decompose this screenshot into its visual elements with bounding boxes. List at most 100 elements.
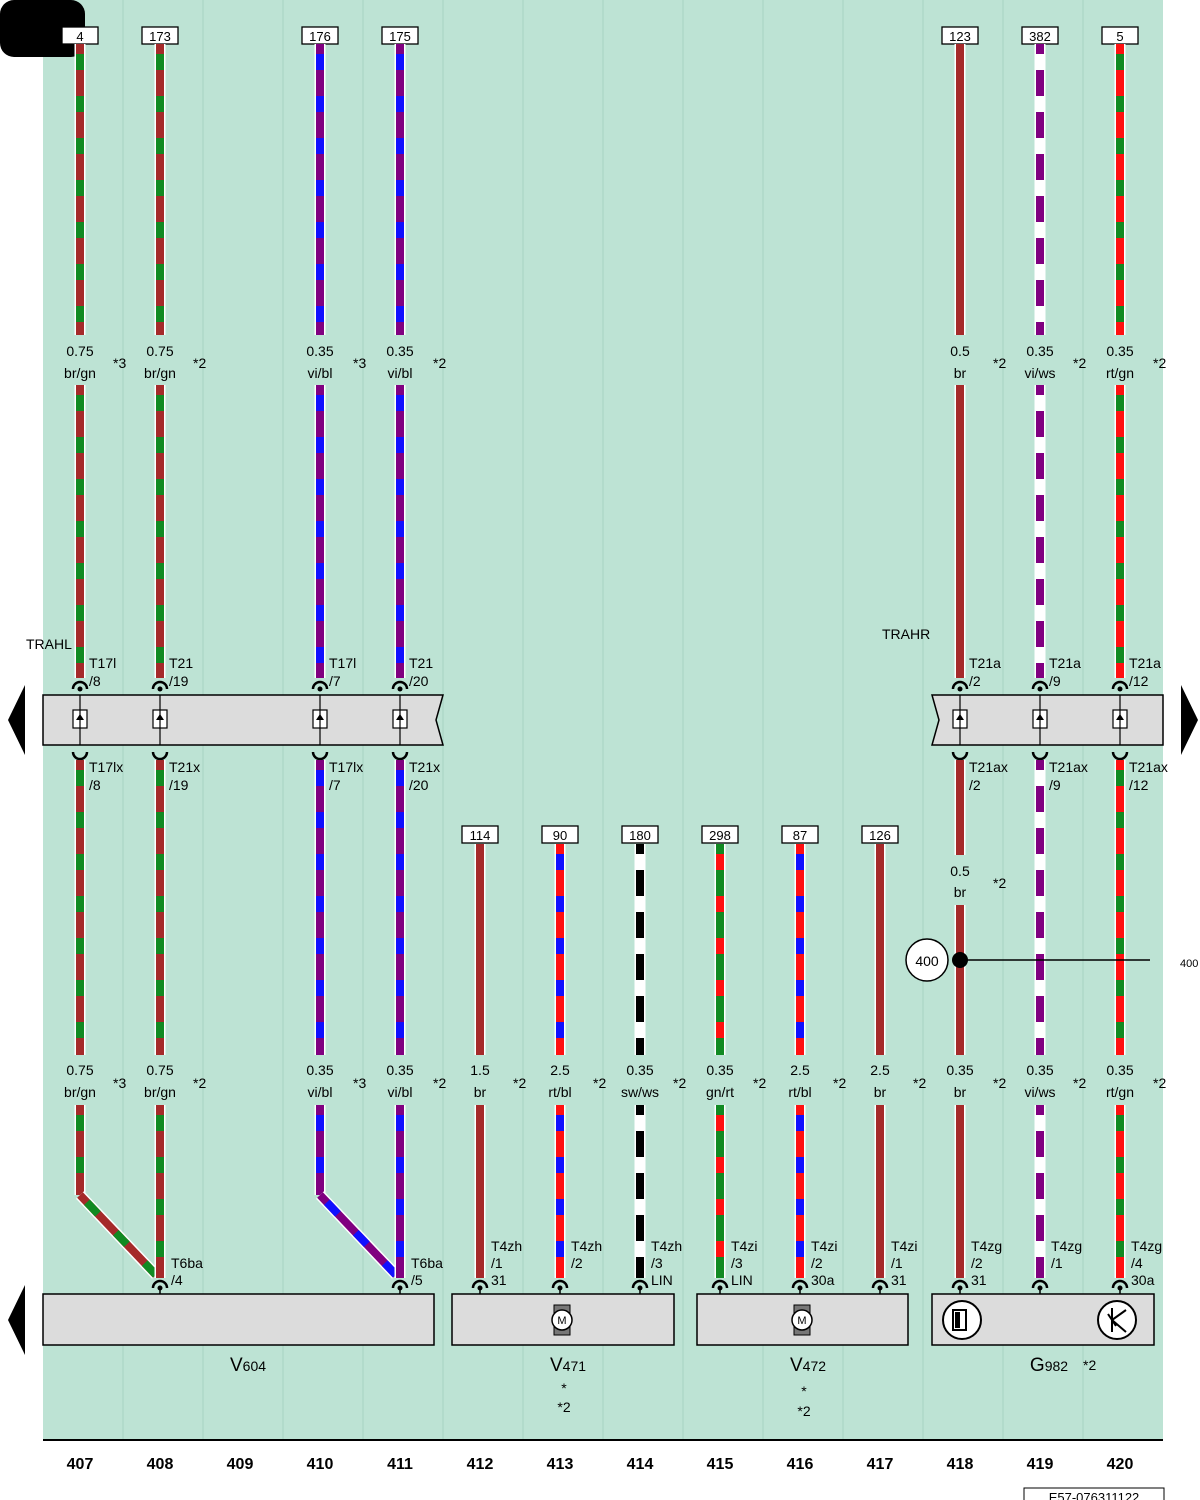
wire-color-label: br [954, 365, 967, 381]
component-number: 604 [243, 1358, 267, 1374]
end-terminal-number: 31 [971, 1272, 987, 1288]
connector-pin-bottom: /2 [969, 777, 981, 793]
column-number: 411 [387, 1456, 413, 1473]
column-number: 420 [1107, 1456, 1134, 1473]
pin-symbol-end [951, 1279, 969, 1289]
pin-dot [397, 686, 403, 692]
wire-size-label: 0.35 [1026, 343, 1053, 359]
connector-id-top: T21a [1049, 655, 1081, 671]
inline-connector-arrow [396, 714, 404, 720]
pin-symbol-top [71, 680, 89, 690]
pin-symbol-end [551, 1279, 569, 1289]
wire-size-label: 0.75 [146, 1062, 173, 1078]
end-connector-pin: /1 [1051, 1255, 1063, 1271]
pin-dot [957, 686, 963, 692]
component-box-v604 [42, 1293, 435, 1346]
motor-icon-v471 [551, 1309, 573, 1331]
node-circle [905, 938, 949, 982]
component-label-v471: V471 [550, 1355, 586, 1376]
wire-410-diag-stripe [317, 1192, 399, 1278]
component-letter: V [550, 1355, 563, 1376]
arrow-left-connector [8, 685, 25, 755]
pin-symbol-end [711, 1279, 729, 1289]
connector-pin-bottom: /19 [169, 777, 189, 793]
wire-color-label: br [954, 1084, 967, 1100]
wire-note: *2 [1153, 1075, 1166, 1091]
component-letter: G [1030, 1355, 1045, 1376]
connector-id-bottom: T21ax [969, 759, 1008, 775]
trahl-label: TRAHL [26, 636, 72, 652]
ref-box-415 [701, 825, 739, 844]
connector-id-top: T21a [969, 655, 1001, 671]
end-connector-id: T4zh [651, 1238, 682, 1254]
wire-color-label: br [474, 1084, 487, 1100]
column-number: 417 [867, 1456, 894, 1473]
wire-size-label: 0.35 [1106, 343, 1133, 359]
wire-note: *2 [913, 1075, 926, 1091]
wire-color-label: vi/bl [308, 1084, 333, 1100]
ref-number-412: 114 [470, 828, 491, 843]
wire-note: *2 [993, 875, 1006, 891]
connector-pin-top: /20 [409, 673, 429, 689]
column-number: 419 [1027, 1456, 1054, 1473]
wire-note: *2 [1153, 355, 1166, 371]
end-terminal-number: 31 [891, 1272, 907, 1288]
inline-connector-arrow [156, 714, 164, 720]
connector-id-top: T21 [409, 655, 433, 671]
wire-color-label: vi/bl [308, 365, 333, 381]
end-connector-id: T4zi [811, 1238, 837, 1254]
connector-pin-top: /8 [89, 673, 101, 689]
arrow-left-component [8, 1285, 25, 1355]
connector-id-bottom: T17lx [89, 759, 123, 775]
wire-note: *2 [993, 1075, 1006, 1091]
connector-pin-bottom: /8 [89, 777, 101, 793]
connector-pin-bottom: /12 [1129, 777, 1149, 793]
wire-note: *3 [113, 355, 126, 371]
wire-color-label: br/gn [144, 1084, 176, 1100]
connector-id-bottom: T17lx [329, 759, 363, 775]
end-connector-id: T4zh [491, 1238, 522, 1254]
connector-pin-top: /7 [329, 673, 341, 689]
end-connector-pin: /3 [731, 1255, 743, 1271]
pin-symbol-end [871, 1279, 889, 1289]
end-connector-pin: /2 [811, 1255, 823, 1271]
component-label-g982: G982 [1030, 1355, 1068, 1376]
ref-box-414 [621, 825, 659, 844]
end-connector-id: T6ba [171, 1255, 203, 1271]
pin-symbol-end [1111, 1279, 1129, 1289]
pin-symbol-top [951, 680, 969, 690]
connector-bar-left [42, 694, 444, 746]
connector-id-bottom: T21x [169, 759, 200, 775]
pin-dot [77, 686, 83, 692]
pin-symbol-end [151, 1279, 169, 1289]
ref-number-407: 4 [76, 29, 83, 44]
connector-pin-bottom: /7 [329, 777, 341, 793]
wire-note: *3 [353, 1075, 366, 1091]
end-connector-pin: /1 [491, 1255, 503, 1271]
wire-color-label: br [874, 1084, 887, 1100]
component-letter: V [790, 1355, 803, 1376]
end-terminal-number: 30a [1131, 1272, 1155, 1288]
column-number: 413 [547, 1456, 574, 1473]
column-number: 410 [307, 1456, 334, 1473]
connector-id-top: T17l [329, 655, 356, 671]
trahr-label: TRAHR [882, 626, 930, 642]
end-connector-pin: /4 [1131, 1255, 1143, 1271]
arrow-right-connector [1181, 685, 1198, 755]
connector-pin-top: /12 [1129, 673, 1149, 689]
component-note: * [561, 1380, 567, 1396]
connector-pin-bottom: /20 [409, 777, 429, 793]
component-number: 982 [1045, 1358, 1069, 1374]
end-connector-id: T4zh [571, 1238, 602, 1254]
wire-size-label: 0.35 [386, 1062, 413, 1078]
wire-size-label: 0.35 [1026, 1062, 1053, 1078]
ref-number-418: 123 [949, 29, 971, 44]
wire-color-label: rt/gn [1106, 365, 1134, 381]
wire-color-label: rt/gn [1106, 1084, 1134, 1100]
pin-symbol-top [391, 680, 409, 690]
wire-size-label: 0.35 [306, 343, 333, 359]
pin-symbol-top [1031, 680, 1049, 690]
wire-note: *2 [433, 355, 446, 371]
motor-icon-v472-letter: M [797, 1315, 806, 1327]
end-connector-pin: /2 [571, 1255, 583, 1271]
